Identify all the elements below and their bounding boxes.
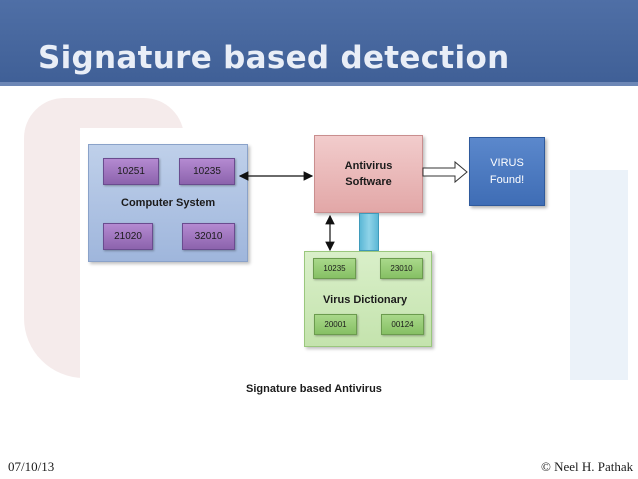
computer-code-chip: 10235 xyxy=(179,158,235,185)
background-letter-watermark xyxy=(568,170,628,380)
dictionary-code-chip: 10235 xyxy=(313,258,356,279)
virus-found-line1: VIRUS xyxy=(490,156,524,169)
dictionary-code-chip: 20001 xyxy=(314,314,357,335)
antivirus-label-line2: Software xyxy=(345,176,392,188)
antivirus-software-box: Antivirus Software xyxy=(314,135,423,213)
virus-found-arrow xyxy=(422,160,468,184)
title-bar xyxy=(0,0,638,86)
slide-title: Signature based detection xyxy=(38,40,510,76)
virus-found-line2: Found! xyxy=(489,173,525,186)
antivirus-label-line1: Antivirus xyxy=(344,160,393,172)
footer-date: 07/10/13 xyxy=(8,459,55,474)
computer-code-chip: 21020 xyxy=(103,223,153,250)
dictionary-code-chip: 00124 xyxy=(381,314,424,335)
footer-author: © Neel H. Pathak xyxy=(541,459,634,474)
computer-code-chip: 32010 xyxy=(182,223,235,250)
computer-system-label: Computer System xyxy=(121,197,216,209)
title-bar-divider xyxy=(0,82,638,86)
computer-code-chip: 10251 xyxy=(103,158,159,185)
virus-dictionary-label: Virus Dictionary xyxy=(323,294,408,306)
antivirus-dictionary-connector xyxy=(359,213,379,251)
virus-found-box: VIRUS Found! xyxy=(469,137,545,206)
dictionary-code-chip: 23010 xyxy=(380,258,423,279)
diagram-caption: Signature based Antivirus xyxy=(246,383,382,395)
